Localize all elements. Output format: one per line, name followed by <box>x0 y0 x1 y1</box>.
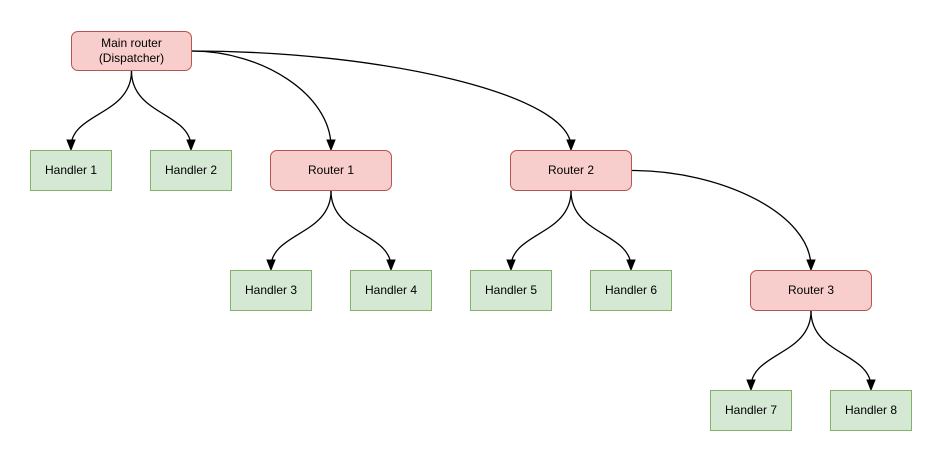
node-label: Handler 1 <box>44 163 98 177</box>
node-label: Handler 3 <box>244 283 298 297</box>
edge-main-to-r2 <box>191 50 576 152</box>
node-label: Router 2 <box>547 163 595 177</box>
node-label: Handler 8 <box>844 403 898 417</box>
edge-main-to-h1 <box>66 70 133 152</box>
node-label: Main router (Dispatcher) <box>98 36 165 65</box>
edge-r2-to-h5 <box>506 190 572 272</box>
edge-r1-to-h4 <box>330 190 396 272</box>
node-label: Handler 7 <box>724 403 778 417</box>
edge-r3-to-h7 <box>746 310 812 392</box>
handler-node-h7: Handler 7 <box>710 390 792 431</box>
edge-r2-to-h6 <box>570 190 636 272</box>
node-label: Handler 4 <box>364 283 418 297</box>
edge-main-to-r1 <box>191 50 336 152</box>
node-label: Handler 5 <box>484 283 538 297</box>
edge-r3-to-h8 <box>810 310 876 392</box>
node-label: Router 1 <box>307 163 355 177</box>
node-label: Router 3 <box>787 283 835 297</box>
handler-node-h8: Handler 8 <box>830 390 912 431</box>
handler-node-h2: Handler 2 <box>150 150 232 191</box>
edge-main-to-h2 <box>130 70 196 152</box>
node-label: Handler 2 <box>164 163 218 177</box>
handler-node-h3: Handler 3 <box>230 270 312 311</box>
router-node-r2: Router 2 <box>510 150 632 191</box>
handler-node-h4: Handler 4 <box>350 270 432 311</box>
node-label: Handler 6 <box>604 283 658 297</box>
edge-r2-to-r3 <box>631 169 816 272</box>
router-node-main: Main router (Dispatcher) <box>71 31 192 71</box>
edge-r1-to-h3 <box>266 190 332 272</box>
router-node-r3: Router 3 <box>750 270 872 311</box>
router-node-r1: Router 1 <box>270 150 392 191</box>
handler-node-h1: Handler 1 <box>30 150 112 191</box>
handler-node-h6: Handler 6 <box>590 270 672 311</box>
handler-node-h5: Handler 5 <box>470 270 552 311</box>
